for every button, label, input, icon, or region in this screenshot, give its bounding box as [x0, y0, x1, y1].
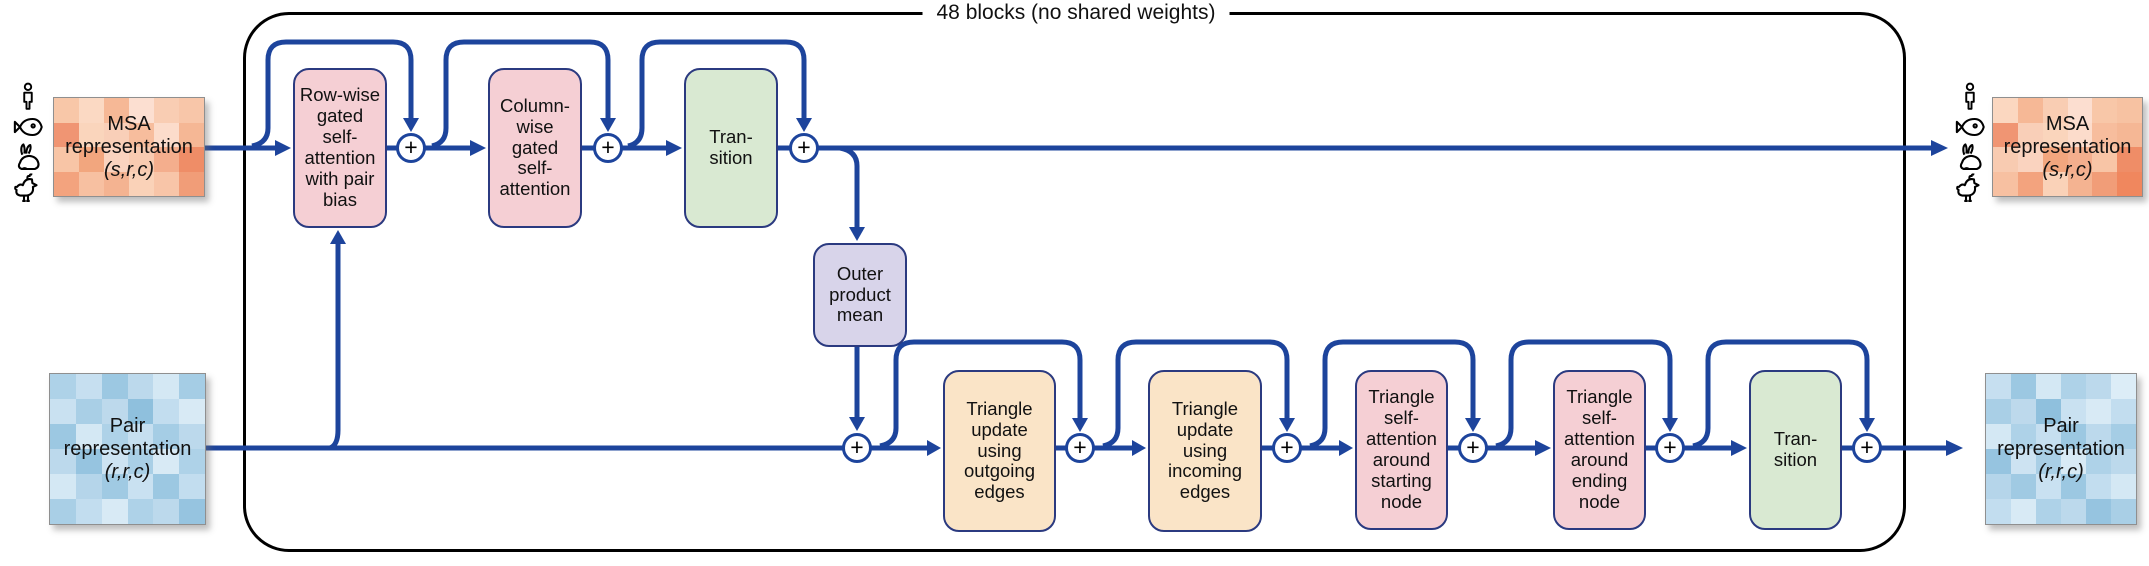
residual-add-icon: + [789, 133, 819, 163]
fish-icon [13, 117, 43, 137]
pair-heatmap [50, 374, 205, 524]
fish-icon [1955, 117, 1985, 137]
block-label: Tran- sition [709, 126, 753, 168]
msa-heatmap [1993, 98, 2142, 196]
residual-add-icon: + [1458, 433, 1488, 463]
block-label: Triangle self- attention around ending n… [1564, 386, 1635, 512]
triangle-attention-starting-block: Triangle self- attention around starting… [1355, 370, 1448, 530]
pair-stream-wires [206, 339, 1946, 451]
residual-add-icon: + [593, 133, 623, 163]
pair-output-label: Pair representation (r,r,c) [1997, 414, 2125, 483]
human-icon [23, 82, 33, 110]
rooster-icon [14, 173, 38, 202]
msa-input-label: MSA representation (s,r,c) [65, 112, 193, 181]
pair-output-box: Pair representation (r,r,c) [1985, 373, 2137, 525]
pair-input-box: Pair representation (r,r,c) [49, 373, 206, 525]
msa-input-box: MSA representation (s,r,c) [53, 97, 205, 197]
residual-add-icon: + [842, 433, 872, 463]
rabbit-icon [1959, 143, 1982, 171]
pair-heatmap [1986, 374, 2136, 524]
block-label: Outer product mean [829, 262, 891, 326]
species-icons-right [1950, 82, 1990, 204]
residual-add-icon: + [1852, 433, 1882, 463]
block-label: Row-wise gated self- attention with pair… [299, 84, 381, 210]
arrowheads [275, 118, 1963, 456]
column-wise-attention-block: Column- wise gated self- attention [488, 68, 582, 228]
residual-add-icon: + [1655, 433, 1685, 463]
rooster-icon [1956, 173, 1980, 202]
msa-output-box: MSA representation (s,r,c) [1992, 97, 2143, 197]
triangle-update-outgoing-block: Triangle update using outgoing edges [943, 370, 1056, 532]
triangle-update-incoming-block: Triangle update using incoming edges [1148, 370, 1262, 532]
msa-heatmap [54, 98, 204, 196]
human-icon [1965, 82, 1975, 110]
msa-output-label: MSA representation (s,r,c) [2003, 112, 2132, 181]
pair-input-label: Pair representation (r,r,c) [63, 414, 192, 483]
rabbit-icon [17, 143, 40, 171]
block-label: Triangle update using incoming edges [1167, 397, 1243, 503]
block-label: Triangle self- attention around starting… [1366, 386, 1437, 512]
residual-add-icon: + [396, 133, 426, 163]
block-label: Tran- sition [1773, 428, 1818, 470]
pair-transition-block: Tran- sition [1749, 370, 1842, 530]
species-icons-left [8, 82, 48, 204]
blocks-count-label: 48 blocks (no shared weights) [922, 0, 1230, 25]
residual-add-icon: + [1065, 433, 1095, 463]
outer-product-mean-block: Outer product mean [813, 243, 907, 347]
residual-add-icon: + [1272, 433, 1302, 463]
triangle-attention-ending-block: Triangle self- attention around ending n… [1553, 370, 1646, 530]
block-label: Triangle update using outgoing edges [964, 397, 1035, 503]
row-wise-attention-block: Row-wise gated self- attention with pair… [293, 68, 387, 228]
block-label: Column- wise gated self- attention [499, 94, 571, 200]
msa-transition-block: Tran- sition [684, 68, 778, 228]
